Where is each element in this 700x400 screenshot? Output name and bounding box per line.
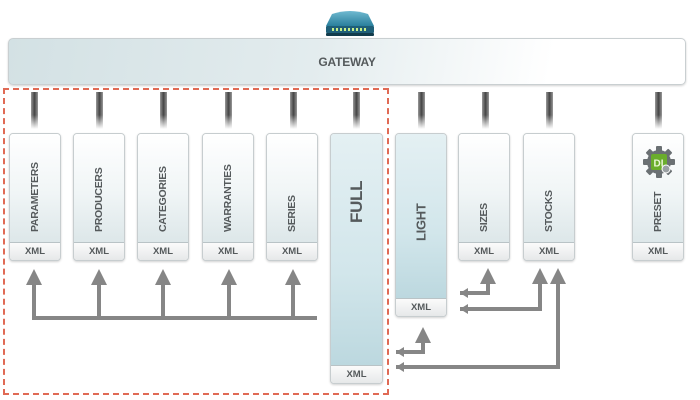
xml-badge[interactable]: XML <box>396 299 446 316</box>
module-series[interactable]: SERIES XML <box>266 133 318 261</box>
connector-series <box>290 92 297 129</box>
connector-light <box>418 92 425 129</box>
xml-badge[interactable]: XML <box>633 243 683 260</box>
module-light[interactable]: LIGHT XML <box>395 133 447 317</box>
connector-categories <box>160 92 167 129</box>
module-producers[interactable]: PRODUCERS XML <box>73 133 125 261</box>
connector-full <box>353 92 360 129</box>
gear-icon: DI <box>643 146 675 178</box>
connector-producers <box>96 92 103 129</box>
gateway-bar[interactable]: GATEWAY <box>8 38 686 85</box>
connector-stocks <box>546 92 553 129</box>
module-label: PRESET <box>652 191 664 232</box>
connector-sizes <box>482 92 489 129</box>
module-label: STOCKS <box>543 190 555 232</box>
xml-badge[interactable]: XML <box>138 243 188 260</box>
router-icon <box>322 10 378 38</box>
xml-badge[interactable]: XML <box>203 243 253 260</box>
arrow-light-stocks <box>460 268 548 311</box>
module-stocks[interactable]: STOCKS XML <box>523 133 575 261</box>
module-categories[interactable]: CATEGORIES XML <box>137 133 189 261</box>
full-export-group <box>3 88 389 395</box>
module-full[interactable]: FULL XML <box>330 133 383 384</box>
module-label: SIZES <box>478 203 490 232</box>
arrow-full-light <box>396 327 431 354</box>
connector-parameters <box>31 92 38 129</box>
module-sizes[interactable]: SIZES XML <box>458 133 510 261</box>
xml-badge[interactable]: XML <box>267 243 317 260</box>
xml-badge[interactable]: XML <box>459 243 509 260</box>
xml-badge[interactable]: XML <box>74 243 124 260</box>
connector-preset <box>655 92 662 129</box>
module-preset[interactable]: DI PRESET XML <box>632 133 684 261</box>
module-parameters[interactable]: PARAMETERS XML <box>9 133 61 261</box>
preset-icon-text: DI <box>654 159 664 170</box>
arrow-light-sizes <box>460 268 496 295</box>
module-warranties[interactable]: WARRANTIES XML <box>202 133 254 261</box>
xml-badge[interactable]: XML <box>10 243 60 260</box>
connector-warranties <box>225 92 232 129</box>
gateway-label: GATEWAY <box>318 54 376 69</box>
xml-badge[interactable]: XML <box>524 243 574 260</box>
xml-badge[interactable]: XML <box>331 366 382 383</box>
module-label: LIGHT <box>413 203 429 242</box>
